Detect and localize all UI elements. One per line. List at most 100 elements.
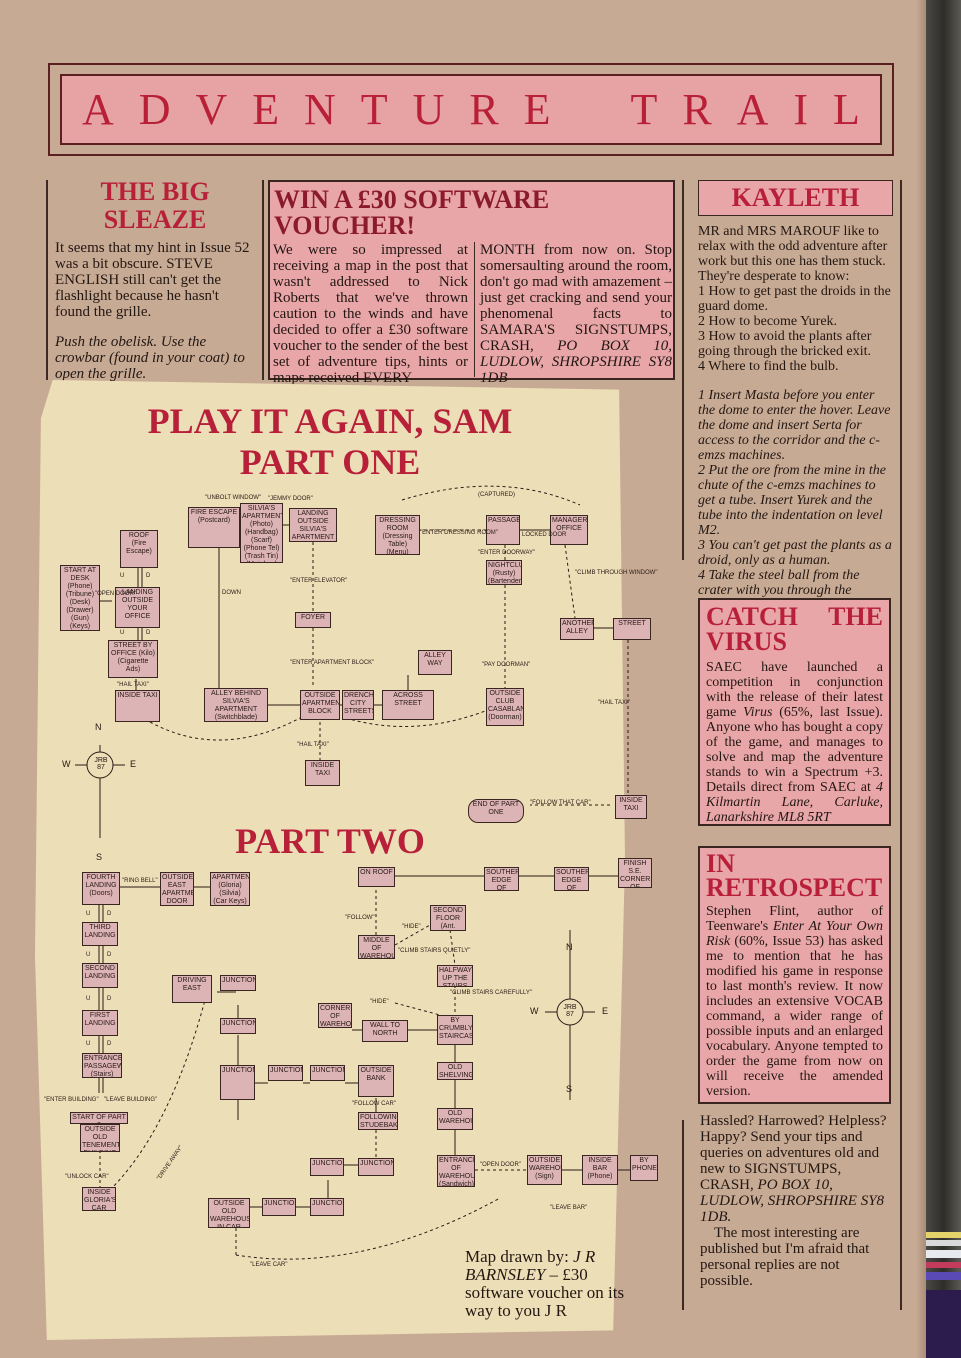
kayleth-title-box: KAYLETH — [698, 180, 893, 216]
map-annotation: "ENTER DOORWAY" — [478, 550, 536, 556]
map-annotation: "HAIL TAXI" — [297, 742, 329, 748]
banner-letter: V — [195, 85, 228, 134]
map-annotation: D — [107, 996, 112, 1002]
map-room: APARTMENT (Gloria) (Silvia) (Car Keys) (… — [210, 872, 250, 906]
map-annotation: "CLIMB THROUGH WINDOW" — [575, 570, 658, 576]
map-room: LANDING OUTSIDE YOUR OFFICE — [115, 587, 160, 628]
map-room: ON ROOF — [358, 867, 395, 887]
voucher-text-right-body: MONTH from now on. Stop somersaulting ar… — [480, 242, 672, 354]
map-annotation: DOWN — [222, 590, 241, 596]
map-annotation: U — [86, 1041, 91, 1047]
map-room: JUNCTION — [310, 1158, 344, 1176]
map-annotation: "HIDE" — [402, 924, 421, 930]
map-room: STREET — [613, 618, 651, 640]
compass-mark: JRB 87 — [563, 1004, 577, 1018]
map-annotation: LOCKED DOOR — [522, 532, 567, 538]
map-room: FOLLOWING STUDEBAKER — [358, 1112, 398, 1130]
column-rule — [46, 180, 48, 380]
map-annotation: "PAY DOORMAN" — [482, 662, 531, 668]
map-annotation: U — [120, 573, 125, 579]
voucher-title: WIN A £30 SOFTWARE VOUCHER! — [274, 185, 550, 240]
map-room: BY PHONE — [630, 1155, 658, 1181]
adjacent-page-edge — [926, 0, 961, 1358]
map-annotation: D — [146, 630, 151, 636]
map-room: OUTSIDE OLD WAREHOUSE IN CAR — [208, 1198, 250, 1228]
compass-west: W — [530, 1006, 539, 1016]
retrospect-box: IN RETROSPECT Stephen Flint, author of T… — [698, 846, 891, 1104]
map-annotation: D — [107, 952, 112, 958]
column-rule — [682, 1120, 684, 1310]
map-room: ANOTHER ALLEY — [560, 618, 594, 640]
banner-letters: A D V E N T U R E T R A I L — [60, 74, 882, 145]
map-room: PASSAGE — [486, 515, 520, 545]
virus-box: CATCH THE VIRUS SAEC have launched a com… — [698, 598, 891, 826]
map-annotation: U — [86, 952, 91, 958]
column-rule — [682, 180, 684, 560]
banner-letter: E — [252, 85, 280, 134]
kayleth-q4: 4 Where to find the bulb. — [698, 359, 839, 374]
map-room: JUNCTION — [220, 975, 256, 991]
map-room: JUNCTION — [220, 1065, 255, 1100]
map-annotation: D — [146, 573, 151, 579]
kayleth-title: KAYLETH — [731, 183, 860, 212]
map-annotation: U — [86, 996, 91, 1002]
kayleth-intro: MR and MRS MAROUF like to relax with the… — [698, 224, 888, 284]
retrospect-title: IN RETROSPECT — [706, 849, 883, 902]
kayleth-column: KAYLETH MR and MRS MAROUF like to relax … — [698, 180, 893, 613]
map-room: OUTSIDE OLD TENEMENT BUILDING (Car) — [80, 1124, 120, 1152]
map-annotation: "LEAVE CAR" — [250, 1262, 288, 1268]
map-credit-text: – £30 software voucher on its way to you… — [465, 1265, 625, 1320]
map-room: SOUTHERN EDGE OF ROOF — [484, 867, 519, 891]
kayleth-q1: 1 How to get past the droids in the guar… — [698, 284, 891, 314]
kayleth-a3: 3 You can't get past the plants as a dro… — [698, 538, 892, 568]
map-annotation: "OPEN DOOR" — [480, 1162, 521, 1168]
map-credit-name: J R BARNSLEY — [465, 1247, 596, 1284]
voucher-address: PO BOX 10, LUDLOW, SHROPSHIRE SY8 1DB — [480, 338, 672, 386]
map-credit: Map drawn by: J R BARNSLEY – £30 softwar… — [465, 1248, 625, 1320]
map-annotation: D — [107, 1041, 112, 1047]
map-room: JUNCTION — [220, 1018, 256, 1034]
map-room: ACROSS STREET — [382, 690, 434, 720]
map-room: ALLEY BEHIND SILVIA'S APARTMENT (Switchb… — [204, 688, 268, 722]
map-room: DRESSING ROOM (Dressing Table) (Menu) — [375, 515, 420, 555]
map-room: INSIDE GLORIA'S CAR — [82, 1187, 116, 1211]
map-annotation: "ENTER ELEVATOR" — [290, 578, 348, 584]
map-room: OUTSIDE EAST APARTMENT DOOR (Bell) — [160, 872, 194, 906]
map-annotation: D — [107, 911, 112, 917]
map-part-two-title: PART TWO — [235, 821, 425, 861]
map-room: INSIDE TAXI — [305, 760, 340, 786]
banner-letter: T — [630, 85, 658, 134]
map-room: SILVIA'S APARTMENT (Photo) (Handbag) (Sc… — [240, 503, 283, 563]
map-room: FOURTH LANDING (Doors) — [82, 872, 120, 905]
map-room: FINISH S.E. CORNER OF ROOF — [618, 858, 652, 888]
banner-letter: I — [793, 85, 809, 134]
map-room: HALFWAY UP THE STAIRS — [437, 965, 473, 987]
hassled-note: The most interesting are published but I… — [700, 1225, 870, 1289]
map-annotation: "OPEN DOOR" — [95, 591, 136, 597]
virus-text-2: (65%, last Issue). Anyone who has bought… — [706, 705, 884, 795]
banner-letter: U — [412, 85, 445, 134]
virus-text: SAEC have launched a competition in conj… — [706, 660, 883, 720]
voucher-text-right: MONTH from now on. Stop somersaulting ar… — [480, 242, 672, 386]
map-room: JUNCTION — [268, 1065, 303, 1081]
map-room: END OF PART ONE — [468, 799, 524, 823]
map-annotation: U — [86, 911, 91, 917]
map-credit-label: Map drawn by: — [465, 1247, 569, 1266]
compass-mark: JRB 87 — [94, 757, 108, 771]
map-room: ROOF (Fire Escape) — [120, 530, 158, 568]
map-annotation: U — [120, 630, 125, 636]
map-annotation: "ENTER APARTMENT BLOCK" — [290, 660, 375, 666]
map-room: MANAGER'S OFFICE — [550, 515, 588, 545]
big-sleaze-body: It seems that my hint in Issue 52 was a … — [55, 240, 250, 320]
banner-letter: R — [469, 85, 499, 134]
retrospect-text: Stephen Flint, author of Teenware's — [706, 904, 883, 934]
banner-letter: R — [682, 85, 712, 134]
map-room: BY CRUMBLY STAIRCASE — [437, 1015, 473, 1045]
map-room: CORNER OF WAREHOUSE — [318, 1003, 352, 1028]
map-annotation: "RING BELL" — [122, 878, 158, 884]
map-annotation: "HAIL TAXI" — [117, 682, 149, 688]
map-room: INSIDE TAXI — [615, 795, 647, 819]
map-room: SECOND LANDING — [82, 963, 118, 988]
big-sleaze-solution: Push the obelisk. Use the crowbar (found… — [55, 334, 245, 382]
map-annotation: "ENTER BUILDING" — [44, 1097, 99, 1103]
